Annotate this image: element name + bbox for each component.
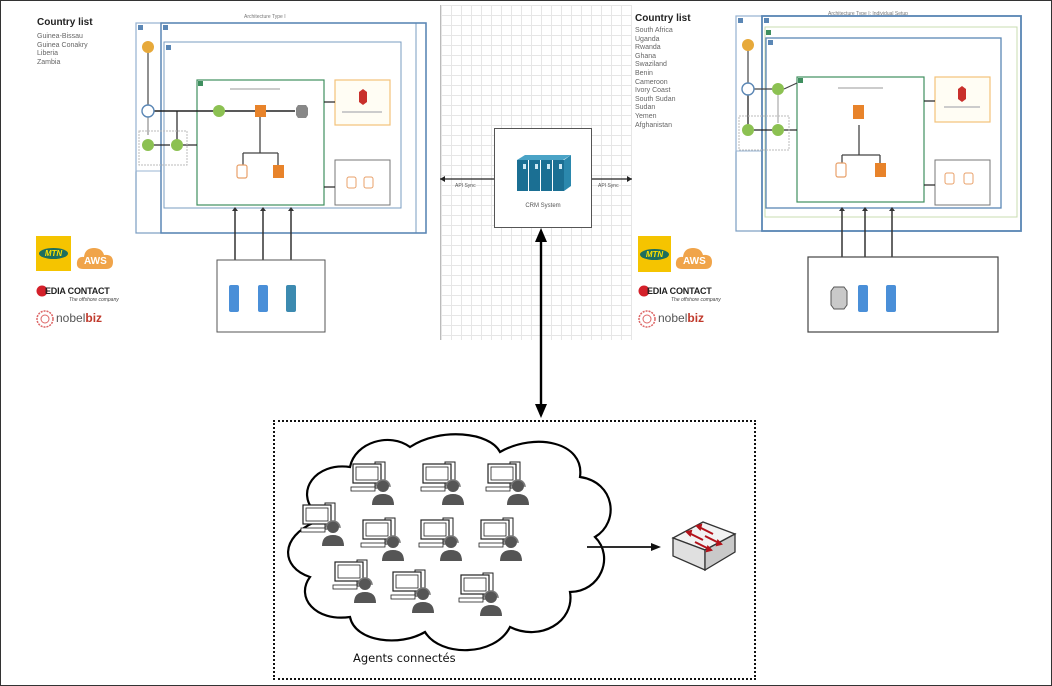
- country-item: Benin: [635, 69, 653, 77]
- agent-headset-icon: [440, 535, 462, 561]
- keyboard-icon: [418, 542, 444, 548]
- agent-workstation: [390, 569, 434, 613]
- keyboard-icon: [300, 527, 326, 533]
- country-item: South Africa: [635, 27, 673, 34]
- aws-cloud-logo: [76, 248, 113, 269]
- right-country-list-title: Country list: [635, 13, 691, 24]
- network-switch-icon[interactable]: [671, 521, 737, 572]
- crm-agents-bidirectional-arrow: [535, 228, 547, 418]
- right-aws-architecture: [735, 15, 1022, 333]
- right-architecture-panel: Country list South Africa Uganda Rwanda …: [632, 5, 1042, 340]
- api-sync-left-label: API Sync: [455, 183, 476, 189]
- agent-workstation: [360, 517, 404, 561]
- crm-system-label: CRM System: [525, 203, 561, 209]
- left-architecture-panel: Country list Guinea-Bissau Guinea Conakr…: [30, 5, 440, 340]
- crm-canvas-background: [440, 5, 634, 340]
- agent-headset-icon: [507, 479, 529, 505]
- aws-cloud-logo: [675, 248, 712, 269]
- aws-logo-text: AWS: [84, 256, 107, 267]
- agent-workstation: [300, 502, 344, 546]
- agent-workstation: [418, 517, 462, 561]
- agents-layer: [300, 461, 529, 616]
- nobelbiz-brain-icon: [638, 310, 656, 328]
- api-sync-right-label: API Sync: [598, 183, 619, 189]
- agents-to-switch-arrowhead: [651, 543, 661, 551]
- connected-agents-group: Agents connectés: [273, 420, 756, 680]
- agent-headset-icon: [442, 479, 464, 505]
- left-architecture-title: Architecture Type I: [244, 14, 286, 20]
- country-item: Sudan: [635, 104, 656, 112]
- agent-workstation: [485, 461, 529, 505]
- media-contact-mark-icon: [36, 285, 48, 297]
- keyboard-icon: [420, 486, 446, 492]
- agent-workstation: [420, 461, 464, 505]
- agent-workstation: [350, 461, 394, 505]
- agent-headset-icon: [382, 535, 404, 561]
- keyboard-icon: [350, 486, 376, 492]
- agent-workstation: [458, 572, 502, 616]
- keyboard-icon: [360, 542, 386, 548]
- agents-cloud: [287, 433, 737, 652]
- country-item: Guinea Conakry: [37, 41, 88, 49]
- country-item: Afghanistan: [635, 121, 672, 129]
- country-item: Ghana: [635, 52, 657, 60]
- agent-headset-icon: [412, 587, 434, 613]
- aws-logo-text: AWS: [683, 256, 706, 267]
- keyboard-icon: [478, 542, 504, 548]
- agent-headset-icon: [500, 535, 522, 561]
- country-item: Guinea-Bissau: [37, 33, 83, 40]
- left-country-list-title: Country list: [37, 17, 93, 28]
- agent-headset-icon: [480, 590, 502, 616]
- country-item: Rwanda: [635, 44, 661, 52]
- media-contact-mark-icon: [638, 285, 650, 297]
- mtn-logo: MTN: [36, 236, 71, 271]
- country-item: Yemen: [635, 112, 657, 120]
- agents-connected-label: Agents connectés: [353, 651, 456, 665]
- agent-headset-icon: [322, 520, 344, 546]
- mtn-logo: MTN: [638, 236, 671, 272]
- keyboard-icon: [458, 597, 484, 603]
- left-country-list: Guinea-Bissau Guinea Conakry Liberia Zam…: [37, 33, 88, 67]
- crm-server-rack-icon: [517, 155, 571, 191]
- left-aws-architecture: [135, 22, 427, 333]
- nobelbiz-brain-icon: [36, 310, 54, 328]
- agent-workstation: [332, 559, 376, 603]
- country-item: Ivory Coast: [635, 87, 671, 95]
- right-architecture-title: Architecture Type I: Individual Setup: [828, 11, 908, 17]
- crm-system-node[interactable]: CRM System: [494, 128, 592, 228]
- agent-headset-icon: [372, 479, 394, 505]
- country-item: South Sudan: [635, 95, 676, 103]
- sync-connectors: [440, 176, 632, 182]
- country-item: Swaziland: [635, 61, 667, 69]
- keyboard-icon: [390, 594, 416, 600]
- right-country-list: South Africa Uganda Rwanda Ghana Swazila…: [635, 27, 675, 130]
- keyboard-icon: [332, 584, 358, 590]
- agent-headset-icon: [354, 577, 376, 603]
- country-item: Cameroon: [635, 78, 668, 86]
- agent-workstation: [478, 517, 522, 561]
- keyboard-icon: [485, 486, 511, 492]
- country-item: Uganda: [635, 35, 660, 43]
- country-item: Zambia: [37, 58, 61, 66]
- country-item: Liberia: [37, 50, 59, 58]
